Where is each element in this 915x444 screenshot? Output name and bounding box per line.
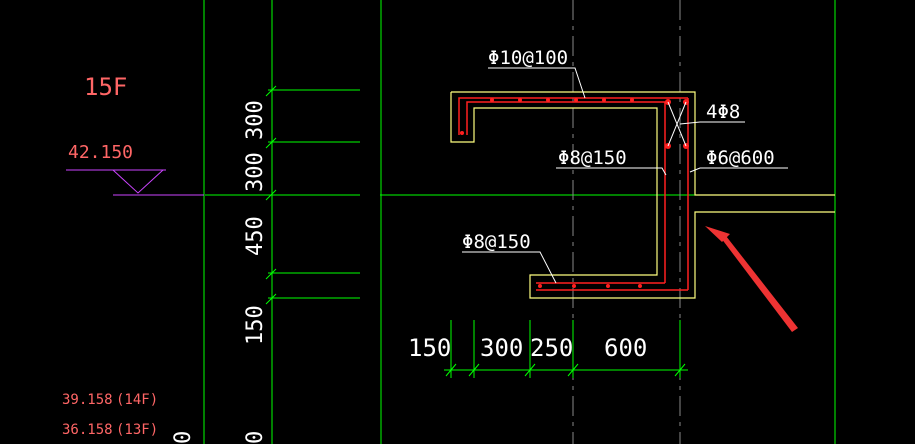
vdim-slash-5 [265,293,277,305]
rebar-dot [460,131,464,135]
rebar-dot [574,98,578,102]
annotation-arrow [705,226,798,332]
elevation-list: 39.158 (14F) 36.158 (13F) [62,392,158,438]
vdim-slash-2 [265,137,277,149]
elevation-label: 42.150 [68,142,133,163]
rebar-label-corner-bars: 4Φ8 [706,101,740,123]
floor-label: 15F [84,73,127,101]
vertical-dim-labels: 300 300 450 150 0 0 [171,100,268,444]
outline-top [451,91,835,196]
vdim-slash-1 [265,85,277,97]
vdim-slash-3 [265,189,277,201]
rebar-label-bottom-slab: Φ8@150 [462,231,531,253]
hdim-slash-5 [674,363,686,377]
hdim-slash-3 [524,363,536,377]
rebar-dot [630,98,634,102]
elevation-symbol [66,169,204,196]
tie-diagonal-2 [667,101,687,147]
leader-bottom-slab [462,251,557,284]
elevation-list-floor-1: (14F) [116,392,158,408]
vdim-label-partial-1: 0 [171,431,196,444]
rebar-label-wall-stirrup: Φ8@150 [558,147,627,169]
leader-lines [462,67,788,284]
vdim-label-3: 450 [243,216,268,256]
elevation-list-value-2: 36.158 [62,422,113,438]
rebar-dot [490,98,494,102]
vdim-label-1: 300 [243,100,268,140]
rebar-dot [606,284,610,288]
grid-lines [203,0,836,444]
hdim-slash-1 [445,363,457,377]
elevation-list-value-1: 39.158 [62,392,113,408]
leader-top-slab [488,67,586,99]
leader-corner-bars [679,121,745,125]
concrete-section-outline [450,91,835,299]
vertical-dim-ticks [265,85,360,305]
horizontal-dim-chain [444,320,688,378]
vdim-slash-4 [265,268,277,280]
hdim-slash-4 [567,363,579,377]
leader-tie-bars [689,167,788,173]
rebar-top-inner [466,101,666,283]
rebar-dot [572,284,576,288]
tie-bar-cross [667,101,687,147]
elevation-triangle [112,169,164,194]
elevation-list-floor-2: (13F) [116,422,158,438]
rebar-dot [638,284,642,288]
rebar-top-outer [458,97,688,135]
vdim-label-4: 150 [243,305,268,345]
rebar-layout [458,97,689,291]
rebar-dot [602,98,606,102]
rebar-dot [538,284,542,288]
annotation-arrow-shaft [718,234,798,332]
outline-main [450,92,835,299]
hdim-slash-2 [468,363,480,377]
hdim-label-2: 300 [480,334,523,362]
rebar-label-group: Φ10@100 4Φ8 Φ8@150 Φ6@600 Φ8@150 [462,47,775,253]
vdim-label-2: 300 [243,152,268,192]
hdim-label-4: 600 [604,334,647,362]
hdim-label-1: 150 [408,334,451,362]
rebar-dot [518,98,522,102]
vdim-label-partial-2: 0 [243,431,268,444]
hdim-label-3: 250 [530,334,573,362]
leader-wall-stirrup [556,167,667,176]
horizontal-dim-labels: 150 300 250 600 [408,334,647,362]
rebar-label-tie-bars: Φ6@600 [706,147,775,169]
rebar-label-top-slab: Φ10@100 [488,47,568,69]
rebar-dot [546,98,550,102]
